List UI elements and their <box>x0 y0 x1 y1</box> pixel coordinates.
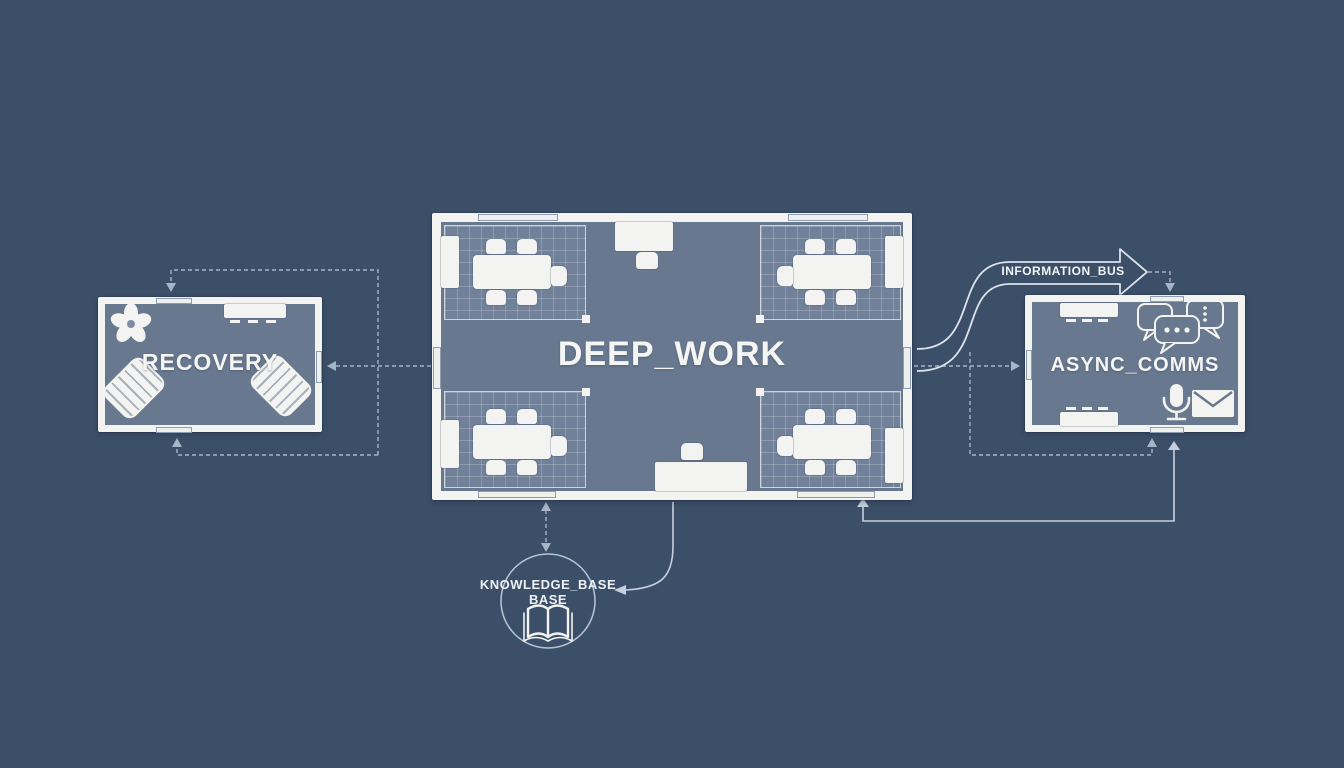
shelf-leg <box>1082 319 1092 322</box>
chair <box>636 252 658 269</box>
door <box>433 347 441 389</box>
table-leg <box>266 320 276 323</box>
chair <box>836 239 856 254</box>
connector-recovery-top <box>170 269 379 455</box>
chair <box>777 266 793 286</box>
open-book-icon <box>523 604 573 642</box>
connector-async-return <box>862 450 1175 522</box>
wall-cap <box>582 388 590 396</box>
door <box>797 491 875 498</box>
chair <box>486 460 506 475</box>
sideboard <box>441 420 459 468</box>
door <box>1150 296 1184 302</box>
chair <box>805 460 825 475</box>
chair <box>805 409 825 424</box>
knowledge-base-node <box>500 553 596 649</box>
room-label-recovery: RECOVERY <box>141 349 279 375</box>
chair <box>486 290 506 305</box>
chair <box>777 436 793 456</box>
arrowhead-down-icon <box>1165 283 1175 292</box>
chair <box>836 409 856 424</box>
shelf-leg <box>1066 319 1076 322</box>
meeting-table <box>473 255 551 289</box>
meeting-table <box>793 425 871 459</box>
chair <box>517 239 537 254</box>
shelf <box>1060 412 1118 426</box>
meeting-table <box>473 425 551 459</box>
chair <box>836 460 856 475</box>
shelf-leg <box>1066 407 1076 410</box>
chair <box>805 239 825 254</box>
flower-icon <box>110 303 152 342</box>
table-leg <box>230 320 240 323</box>
wall-cap <box>756 388 764 396</box>
sideboard <box>441 236 459 288</box>
chair <box>517 290 537 305</box>
chair <box>517 409 537 424</box>
door <box>478 491 556 498</box>
chair <box>551 436 567 456</box>
connector-async-bottom-dashed <box>969 352 1153 456</box>
arrowhead-up-icon <box>172 438 182 447</box>
arrowhead-up-icon <box>541 502 551 511</box>
door <box>1150 427 1184 433</box>
shelf <box>1060 303 1118 317</box>
wall-cap <box>756 315 764 323</box>
envelope-icon <box>1192 390 1234 417</box>
sideboard <box>885 236 903 288</box>
arrowhead-right-icon <box>1011 361 1020 371</box>
connector-desk-to-knowledge-base <box>625 502 674 591</box>
desk <box>615 222 673 251</box>
sideboard <box>885 428 903 483</box>
console-table <box>224 304 286 318</box>
arrowhead-up-icon <box>1168 441 1180 450</box>
chair <box>517 460 537 475</box>
arrowhead-left-icon <box>614 585 626 595</box>
arrowhead-up-icon <box>857 498 869 507</box>
connector-bus-to-async <box>1148 271 1171 283</box>
shelf-leg <box>1098 319 1108 322</box>
chair <box>836 290 856 305</box>
door <box>903 347 911 389</box>
door <box>1026 350 1032 380</box>
chair <box>681 443 703 460</box>
chair <box>805 290 825 305</box>
information-bus-arrow <box>916 248 1148 372</box>
table-leg <box>248 320 258 323</box>
knowledge-base-label: KNOWLEDGE_BASE <box>479 577 617 592</box>
shelf-leg <box>1082 407 1092 410</box>
door <box>478 214 558 221</box>
meeting-table <box>793 255 871 289</box>
shelf-leg <box>1098 407 1108 410</box>
information-bus-label: INFORMATION_BUS <box>1001 264 1125 278</box>
chair <box>551 266 567 286</box>
door <box>156 427 192 433</box>
desk <box>655 462 747 491</box>
chat-bubbles-icon <box>1137 299 1224 354</box>
arrowhead-left-icon <box>327 361 336 371</box>
door <box>156 298 192 304</box>
arrowhead-down-icon <box>541 543 551 552</box>
chair <box>486 409 506 424</box>
chair <box>486 239 506 254</box>
connector-recovery-bottom <box>176 447 378 456</box>
wall-cap <box>582 315 590 323</box>
door <box>316 351 322 383</box>
door <box>788 214 868 221</box>
microphone-icon <box>1162 384 1191 421</box>
arrowhead-down-icon <box>166 283 176 292</box>
arrowhead-up-icon <box>1147 438 1157 447</box>
knowledge-base-label-line2: BASE <box>528 592 568 607</box>
room-label-async-comms: ASYNC_COMMS <box>1050 354 1220 376</box>
room-label-deep-work: DEEP_WORK <box>557 335 787 373</box>
